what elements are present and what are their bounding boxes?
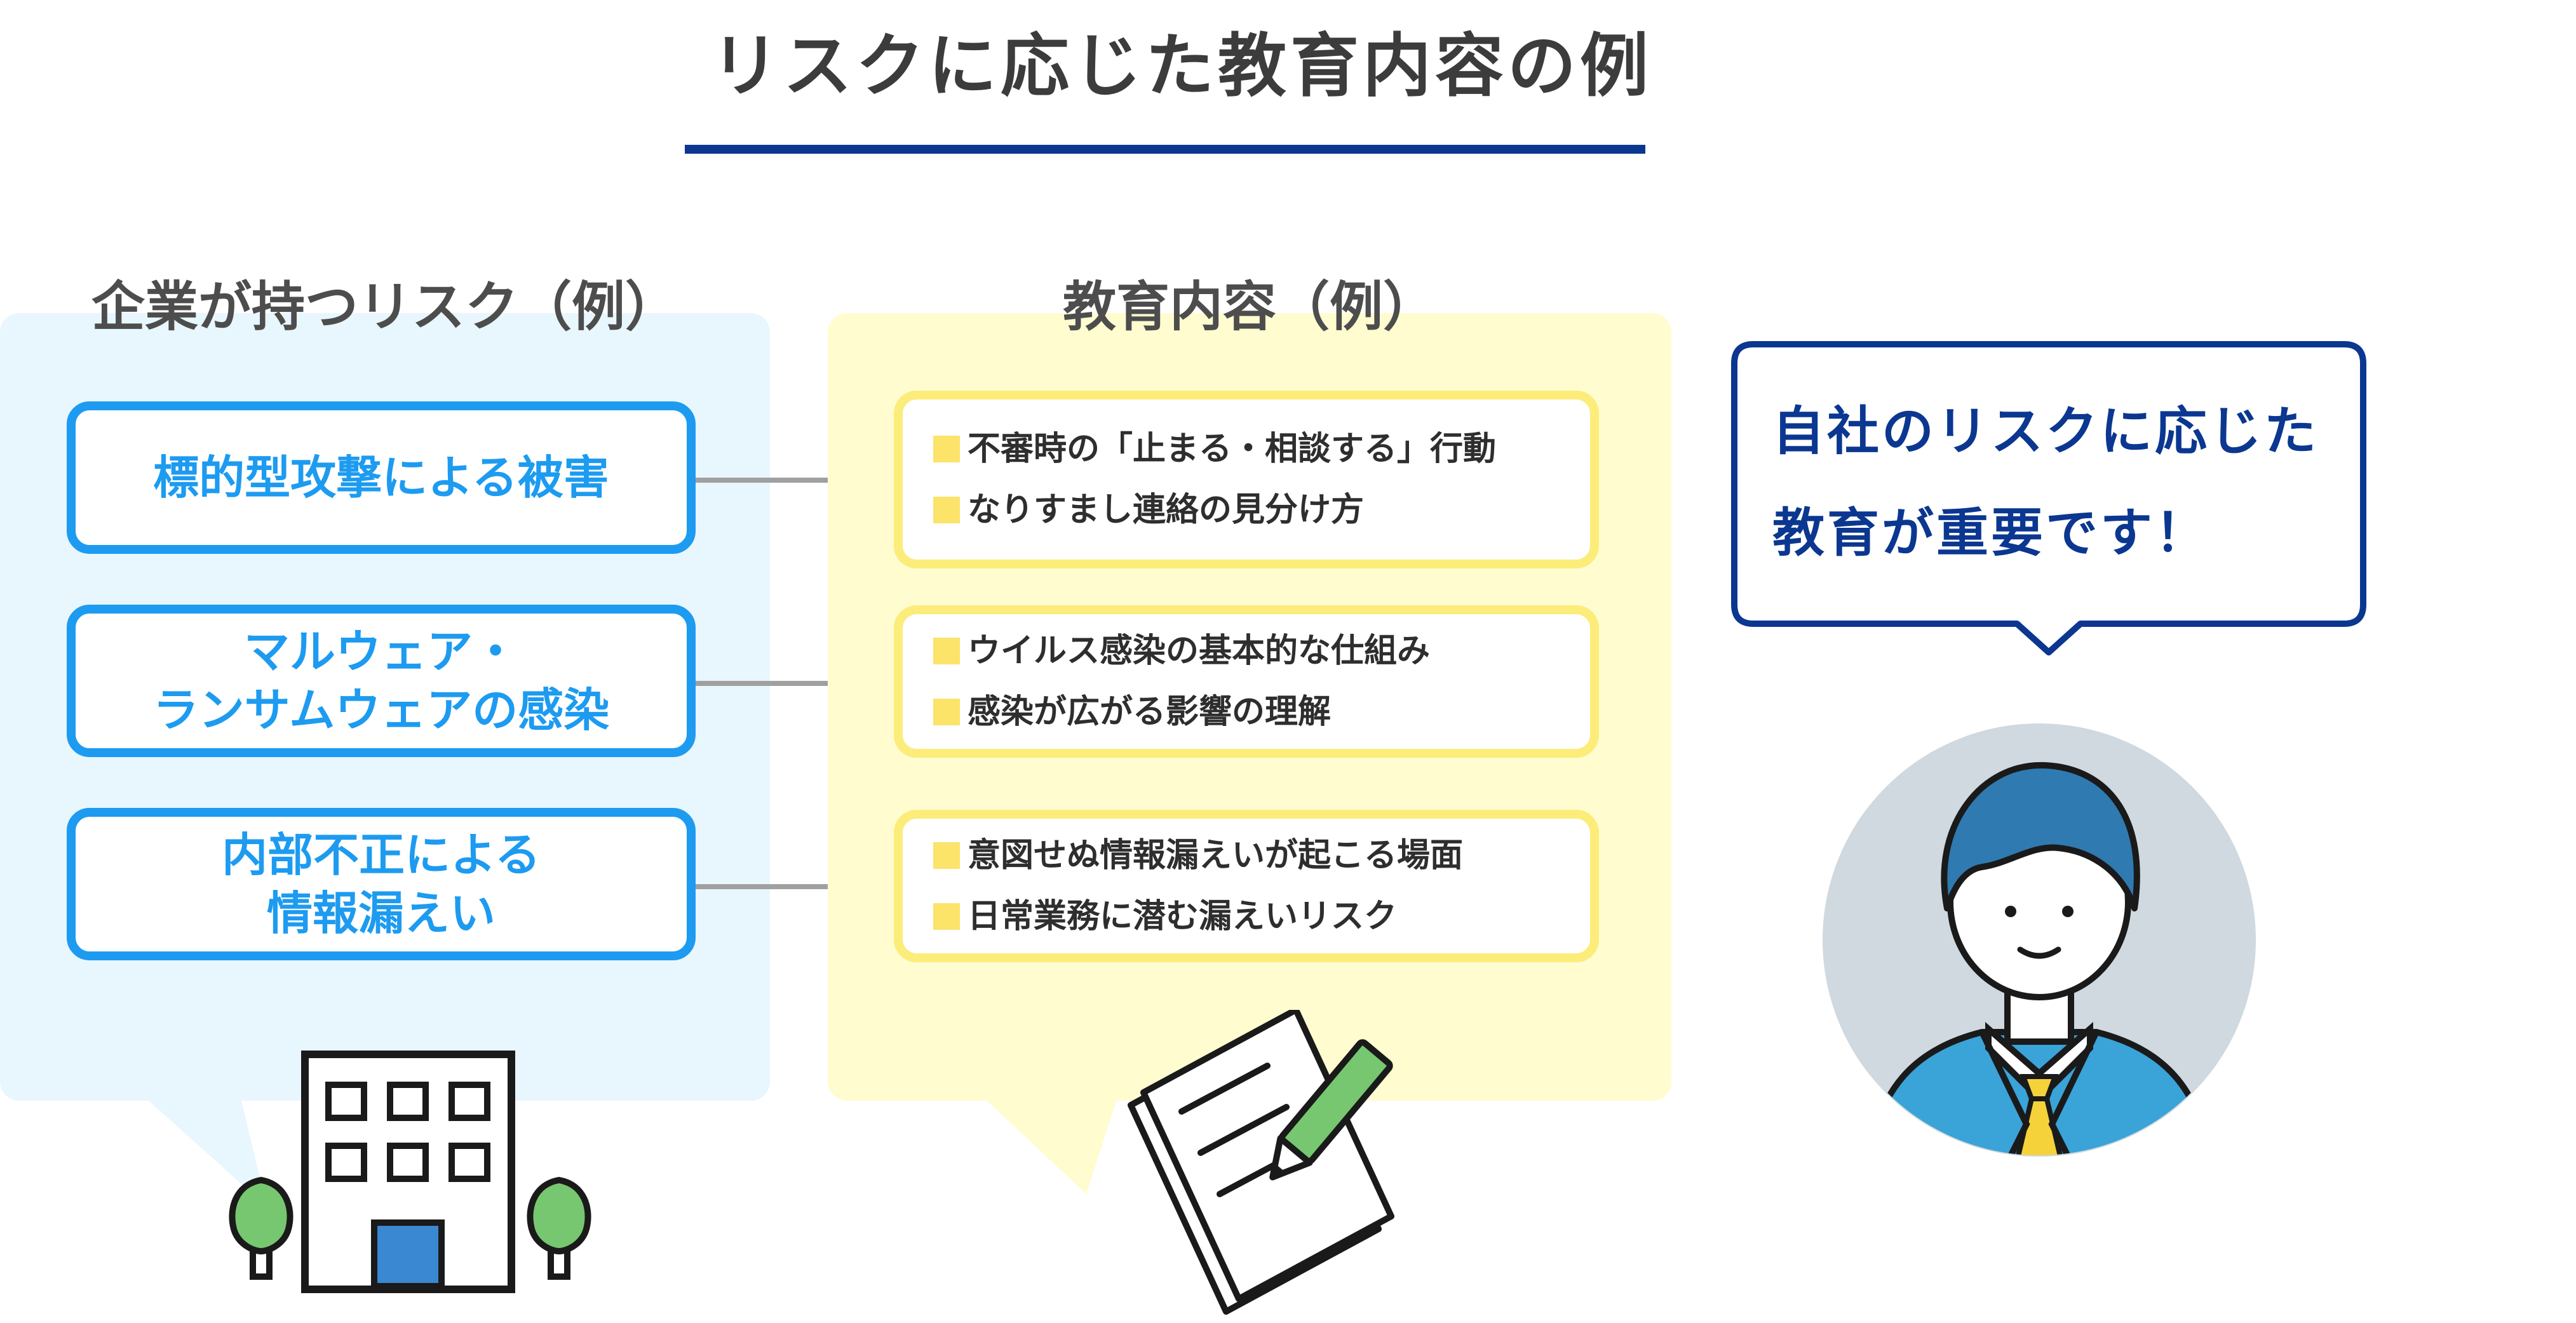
businessman-avatar-icon <box>1823 723 2256 1157</box>
office-building-icon <box>229 1051 591 1293</box>
title-underline <box>685 145 1645 154</box>
risk-item-insider-leak: 内部不正による 情報漏えい <box>67 808 696 960</box>
page-title: リスクに応じた教育内容の例 <box>710 27 1652 106</box>
bullet-square-icon <box>933 436 960 462</box>
speech-bubble-text: 自社のリスクに応じた 教育が重要です！ <box>1772 381 2344 584</box>
speech-bubble-line: 教育が重要です！ <box>1772 503 2210 563</box>
tree-icon <box>527 1176 591 1280</box>
risk-item-malware: マルウェア・ ランサムウェアの感染 <box>67 605 696 757</box>
education-item: 感染が広がる影響の理解 <box>933 682 1590 742</box>
education-group-1: 不審時の「止まる・相談する」行動 なりすまし連絡の見分け方 <box>894 391 1599 568</box>
education-item: ウイルス感染の基本的な仕組み <box>933 621 1590 682</box>
education-item-text: 感染が広がる影響の理解 <box>968 693 1332 731</box>
speech-bubble-line: 自社のリスクに応じた <box>1772 401 2319 462</box>
education-item: 意図せぬ情報漏えいが起こる場面 <box>933 825 1590 886</box>
risk-item-label: ランサムウェアの感染 <box>152 683 610 737</box>
education-item: 不審時の「止まる・相談する」行動 <box>933 419 1590 480</box>
bullet-square-icon <box>933 497 960 523</box>
connector-line <box>696 478 894 483</box>
education-item-text: ウイルス感染の基本的な仕組み <box>968 632 1431 670</box>
risk-item-label: マルウェア・ <box>243 625 518 678</box>
education-group-3: 意図せぬ情報漏えいが起こる場面 日常業務に潜む漏えいリスク <box>894 810 1599 962</box>
education-group-2: ウイルス感染の基本的な仕組み 感染が広がる影響の理解 <box>894 605 1599 758</box>
education-item: なりすまし連絡の見分け方 <box>933 480 1590 541</box>
connector-line <box>696 681 894 686</box>
education-column-heading: 教育内容（例） <box>1062 276 1436 338</box>
education-item-text: 不審時の「止まる・相談する」行動 <box>968 430 1497 468</box>
tree-icon <box>229 1176 293 1280</box>
bullet-square-icon <box>933 842 960 869</box>
risk-item-label: 情報漏えい <box>266 887 496 940</box>
bullet-square-icon <box>933 903 960 930</box>
education-item-text: 日常業務に潜む漏えいリスク <box>968 897 1398 936</box>
speech-bubble <box>1731 341 2366 655</box>
document-pen-icon <box>1128 1010 1394 1315</box>
education-item-text: 意図せぬ情報漏えいが起こる場面 <box>968 836 1464 875</box>
education-item-text: なりすまし連絡の見分け方 <box>968 491 1365 529</box>
risk-column-heading: 企業が持つリスク（例） <box>91 276 678 338</box>
connector-line <box>696 884 894 889</box>
risk-item-targeted-attack: 標的型攻撃による被害 <box>67 401 696 554</box>
risk-item-label: 標的型攻撃による被害 <box>153 451 609 504</box>
bullet-square-icon <box>933 638 960 664</box>
education-item: 日常業務に潜む漏えいリスク <box>933 886 1590 947</box>
risk-item-label: 内部不正による <box>222 828 541 882</box>
bullet-square-icon <box>933 699 960 725</box>
